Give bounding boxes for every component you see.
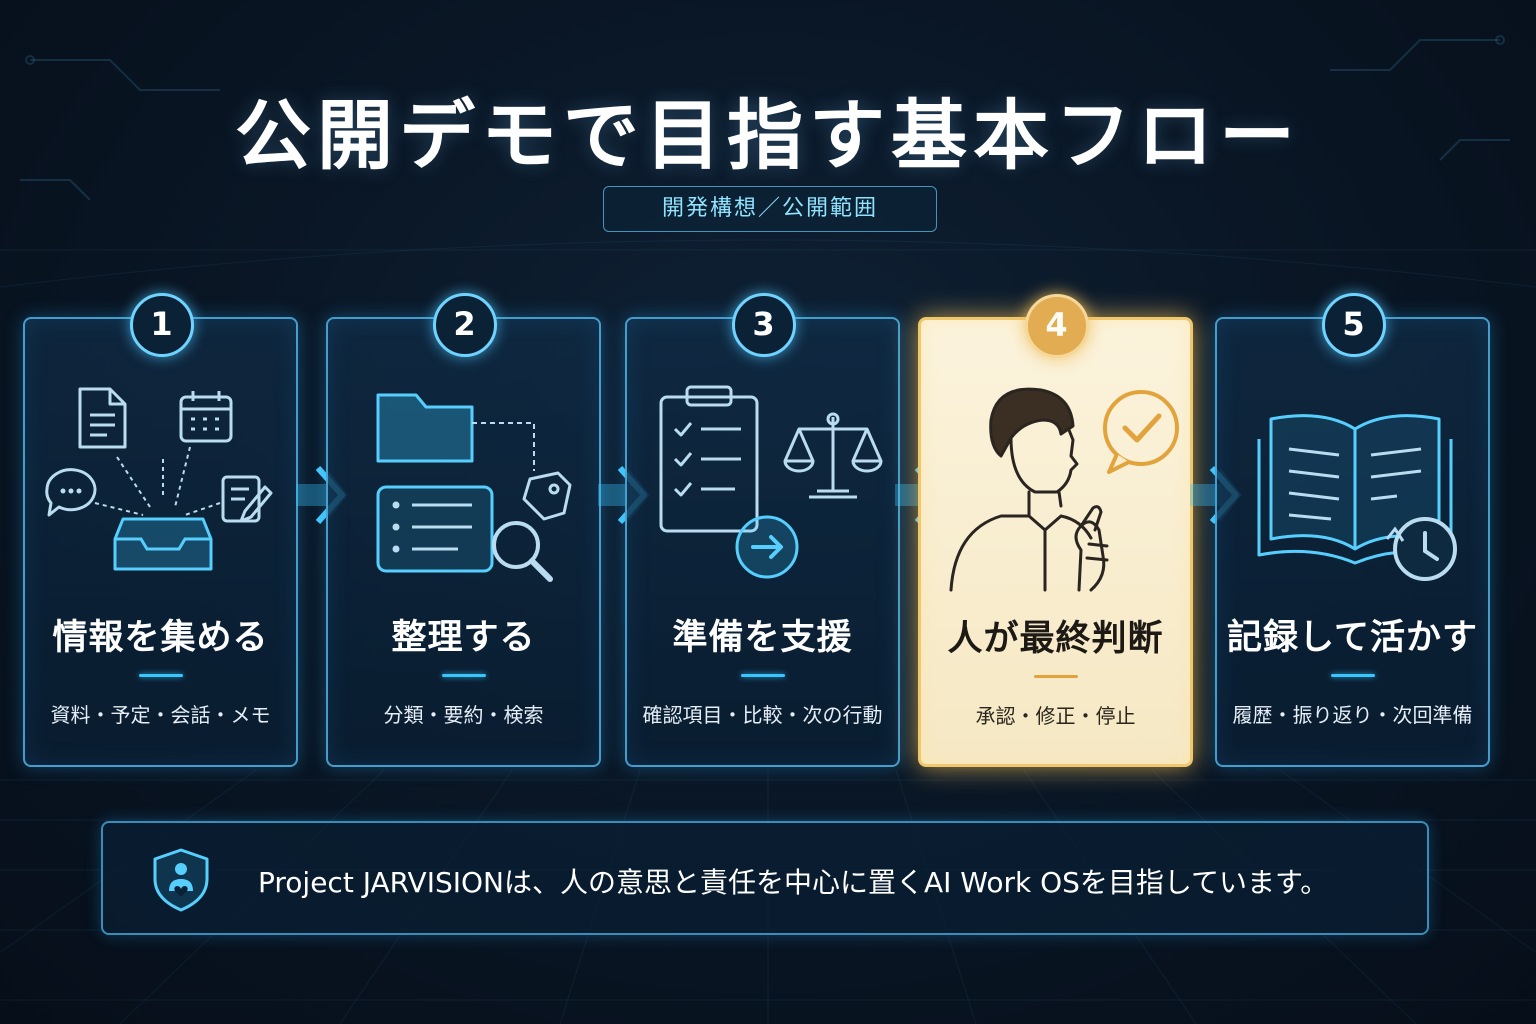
book-history-icon [1257,414,1457,581]
divider [441,674,486,677]
step-card-3: 3 準備を支援 確認項目・比較・次の行動 [625,293,900,767]
step-description: 確認項目・比較・次の行動 [642,703,883,727]
subtitle-badge: 開発構想／公開範囲 [603,186,937,232]
page-title: 公開デモで目指す基本フロー [235,91,1301,180]
mission-statement-text: Project JARVISIONは、人の意思と責任を中心に置くAI Work … [258,866,1329,899]
person-thinking-check-icon [949,387,1179,592]
step-card-2: 2 整理する 分類・要約・検索 [326,293,601,767]
step-number-badge: 3 [731,293,796,357]
collect-information-icon [45,387,273,571]
step-card-4: 4 人が最終判断 承認・修正・停止 [918,294,1193,767]
mission-statement-panel: Project JARVISIONは、人の意思と責任を中心に置くAI Work … [101,821,1429,935]
divider [740,674,785,677]
checklist-scale-icon [659,385,883,579]
step-title: 記録して活かす [1227,618,1478,658]
divider [138,674,183,677]
step-number-badge: 5 [1321,293,1386,357]
step-number-badge: 1 [129,293,194,357]
step-card-5: 5 記録して活かす 履歴・振り返り・次回準備 [1215,293,1490,767]
step-description: 承認・修正・停止 [975,704,1136,728]
step-number-badge: 2 [432,293,497,357]
step-title: 準備を支援 [672,618,853,658]
step-card-1: 1 情報を集める 資料・予定・会話・メモ [23,293,298,767]
step-description: 資料・予定・会話・メモ [50,703,271,727]
shield-person-heart-icon [153,848,209,912]
step-number-badge: 4 [1024,294,1089,358]
step-description: 履歴・振り返り・次回準備 [1232,703,1473,727]
step-description: 分類・要約・検索 [383,703,544,727]
organize-folder-search-icon [376,393,572,582]
divider [1330,674,1375,677]
divider [1033,675,1078,678]
step-title: 情報を集める [52,618,269,658]
step-title: 整理する [391,618,536,658]
step-title: 人が最終判断 [947,619,1164,659]
